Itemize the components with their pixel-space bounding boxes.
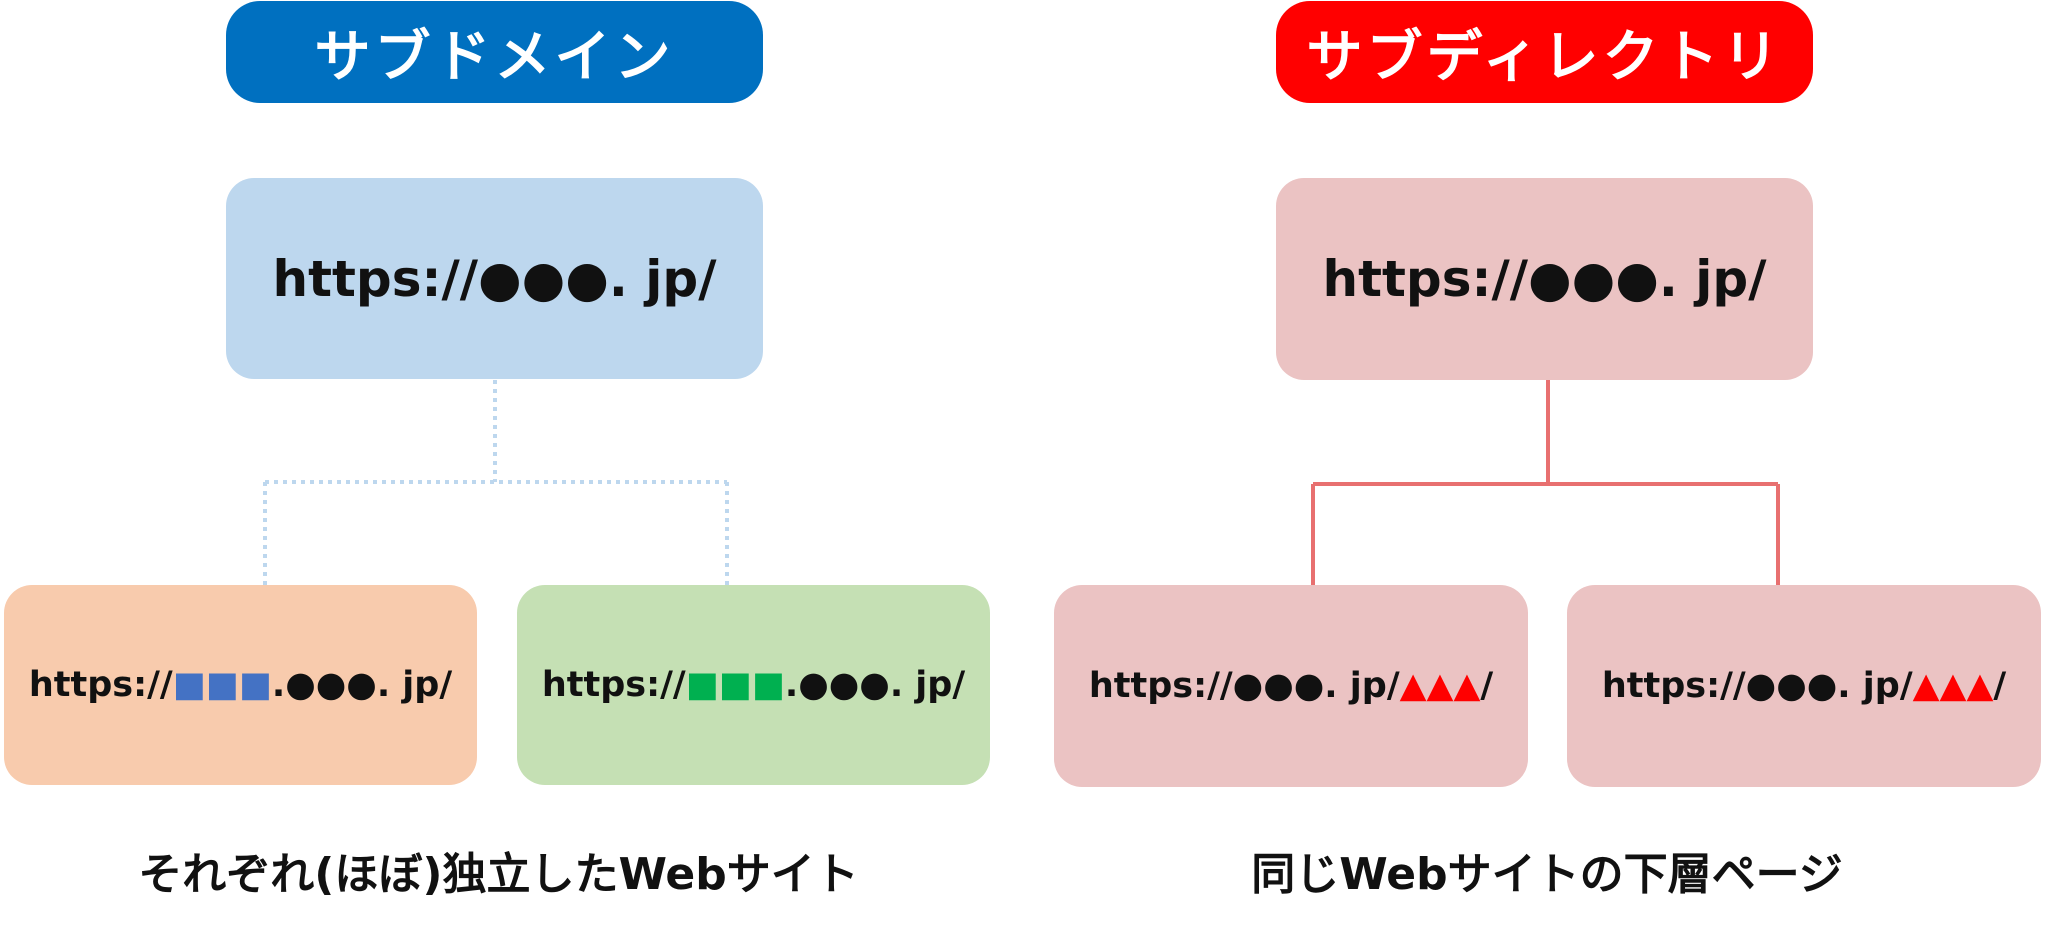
subdirectory-connectors xyxy=(1311,380,1780,586)
subdomain-child-1-suffix: .●●●. jp/ xyxy=(271,665,453,705)
subdomain-child-1-prefix: https:// xyxy=(28,665,173,705)
subdirectory-child-1-prefix: https://●●●. jp/ xyxy=(1088,666,1400,706)
subdirectory-root-node: https://●●●. jp/ xyxy=(1276,178,1813,380)
subdomain-caption: それぞれ(ほぼ)独立したWebサイト xyxy=(138,849,859,900)
subdirectory-root-url: https://●●●. jp/ xyxy=(1322,250,1767,308)
subdirectory-child-2-prefix: https://●●●. jp/ xyxy=(1601,666,1913,706)
subdirectory-child-2-marker: ▲▲▲ xyxy=(1912,666,1994,706)
subdirectory-child-2-suffix: / xyxy=(1993,666,2007,706)
subdomain-child-1-marker: ■■■ xyxy=(172,665,272,705)
subdomain-child-2-prefix: https:// xyxy=(541,665,686,705)
subdomain-connectors xyxy=(263,380,729,585)
subdirectory-header: サブディレクトリ xyxy=(1276,1,1813,103)
subdirectory-caption: 同じWebサイトの下層ページ xyxy=(1251,849,1843,900)
subdomain-child-node-1: https://■■■.●●●. jp/ xyxy=(4,585,477,785)
subdomain-root-node: https://●●●. jp/ xyxy=(226,178,763,379)
subdomain-header-label: サブドメイン xyxy=(314,24,675,90)
subdomain-child-2-suffix: .●●●. jp/ xyxy=(784,665,966,705)
subdomain-child-2-marker: ■■■ xyxy=(685,665,785,705)
subdirectory-child-1-marker: ▲▲▲ xyxy=(1399,666,1481,706)
subdirectory-child-1-suffix: / xyxy=(1480,666,1494,706)
subdomain-header: サブドメイン xyxy=(226,1,763,103)
subdirectory-child-node-2: https://●●●. jp/▲▲▲/ xyxy=(1567,585,2041,787)
subdirectory-child-node-1: https://●●●. jp/▲▲▲/ xyxy=(1054,585,1528,787)
subdomain-root-url: https://●●●. jp/ xyxy=(272,249,717,308)
subdomain-child-node-2: https://■■■.●●●. jp/ xyxy=(517,585,990,785)
subdirectory-header-label: サブディレクトリ xyxy=(1306,24,1783,90)
